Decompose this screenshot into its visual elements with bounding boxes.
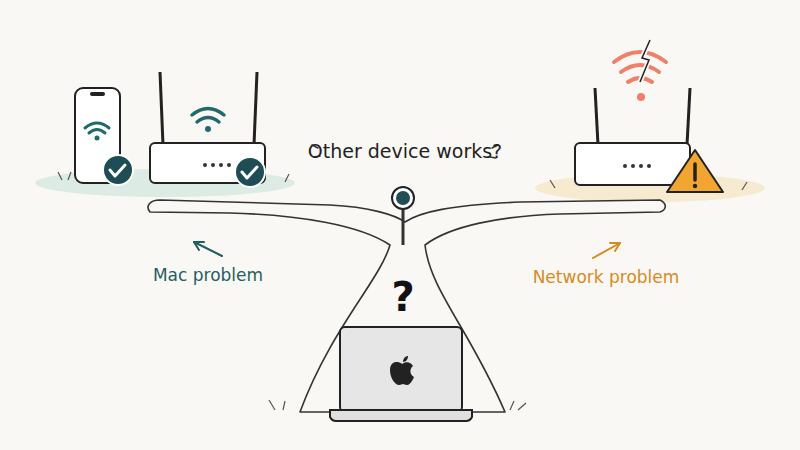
router-ok xyxy=(150,72,265,187)
road xyxy=(148,200,665,412)
phone xyxy=(75,88,133,185)
question-mark: ? xyxy=(391,274,414,320)
mac-problem-label: Mac problem xyxy=(153,265,263,285)
left-arrow xyxy=(194,242,222,256)
grass-tufts xyxy=(58,172,747,410)
network-problem-label: Network problem xyxy=(533,267,680,287)
router-broken xyxy=(575,40,723,192)
laptop xyxy=(330,327,472,421)
signpost xyxy=(392,187,414,245)
right-arrow xyxy=(593,243,620,258)
question-label: Other device works? xyxy=(308,140,502,162)
apple-logo xyxy=(390,362,414,385)
